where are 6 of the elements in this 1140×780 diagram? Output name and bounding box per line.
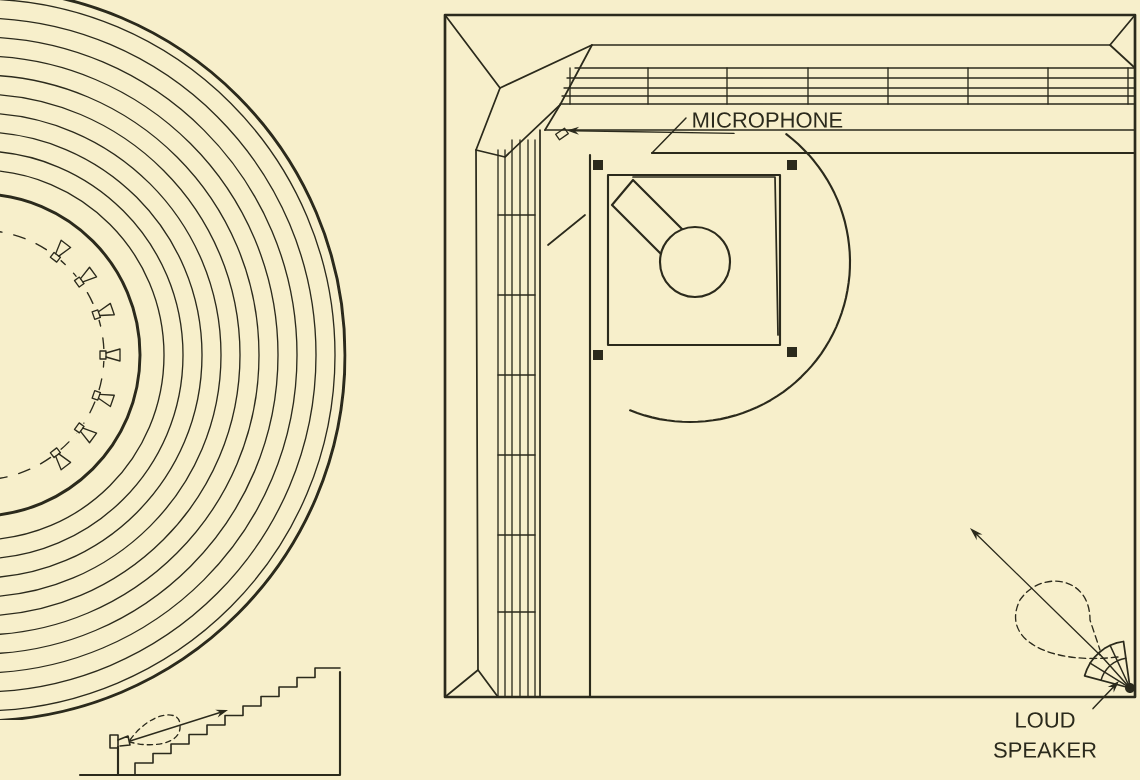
microphone-icon (555, 127, 569, 141)
label-text: LOUD SPEAKER (994, 712, 1096, 758)
leader-arrow (1092, 681, 1119, 710)
label-text: MICROPHONE (693, 112, 843, 128)
leader-line (651, 117, 687, 154)
loudspeaker-icon (1083, 640, 1135, 693)
